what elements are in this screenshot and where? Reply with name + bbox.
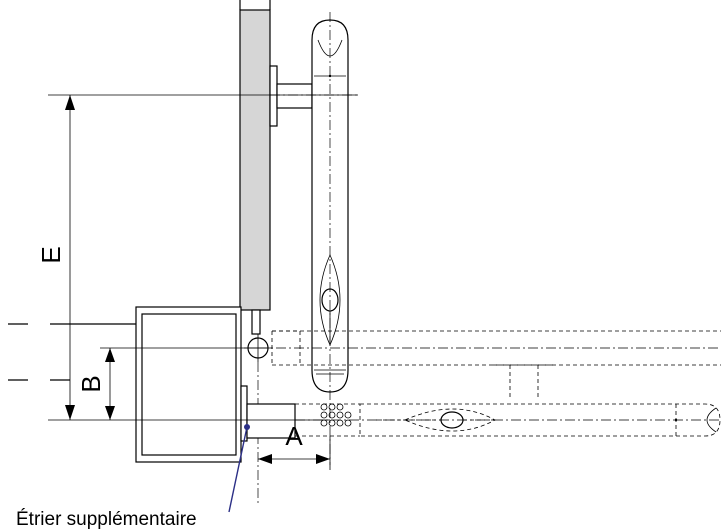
horizontal-arm-dashed xyxy=(295,403,721,437)
dimension-a xyxy=(258,436,331,470)
additional-bracket xyxy=(135,306,296,463)
dimension-e xyxy=(65,95,75,420)
door-outline-dashed xyxy=(258,330,721,398)
dimension-e-label: E xyxy=(36,246,66,263)
vertical-post xyxy=(239,0,271,335)
hinge-holes xyxy=(320,403,352,427)
reference-lines xyxy=(8,323,330,421)
dimension-b-label: B xyxy=(76,375,106,392)
dimension-a-label: A xyxy=(285,421,303,451)
vertical-arm xyxy=(311,12,349,465)
caption-etrier-supplementaire: Étrier supplémentaire xyxy=(16,509,197,530)
dimension-b xyxy=(105,348,115,420)
caption-pointer xyxy=(228,424,250,513)
top-mounting-bracket xyxy=(269,65,313,127)
